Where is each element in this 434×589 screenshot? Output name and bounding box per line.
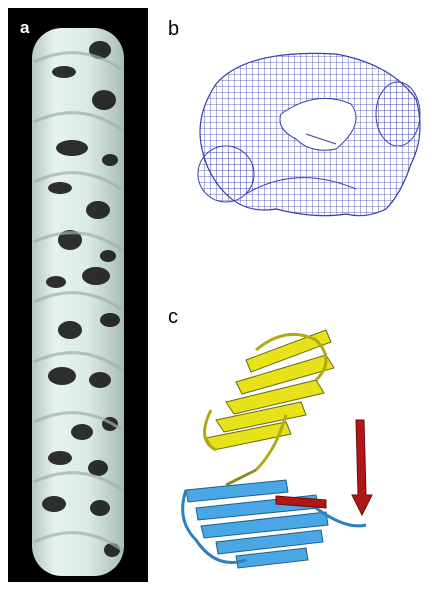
panel-a: a — [8, 8, 148, 582]
panel-a-label: a — [20, 18, 29, 38]
panel-b-label: b — [168, 18, 179, 41]
protein-ribbon-icon — [176, 320, 406, 580]
mesh-density-icon — [186, 44, 426, 244]
